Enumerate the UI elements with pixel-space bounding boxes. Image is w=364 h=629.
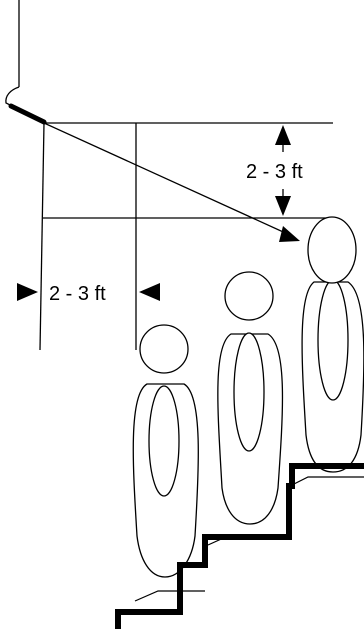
staircase	[115, 463, 364, 629]
person-middle	[217, 271, 284, 525]
left-vertical-reference-line	[39, 122, 45, 351]
ceiling-mounted-device	[8, 103, 47, 125]
person-back	[301, 216, 364, 473]
person-front	[132, 324, 199, 578]
vertical-dimension-label: 2 - 3 ft	[246, 161, 303, 183]
wall-and-soffit	[5, 0, 20, 108]
sightline-diagonal	[43, 122, 293, 237]
reference-lines	[39, 122, 333, 351]
arrow-left-icon	[139, 283, 160, 301]
horizontal-dimension-label: 2 - 3 ft	[49, 283, 106, 305]
arrow-down-icon	[275, 196, 291, 216]
diagonal-arrowhead	[279, 226, 300, 242]
dimension-arrows	[17, 125, 300, 301]
arrow-right-icon	[17, 283, 38, 301]
arrow-up-icon	[275, 125, 291, 145]
